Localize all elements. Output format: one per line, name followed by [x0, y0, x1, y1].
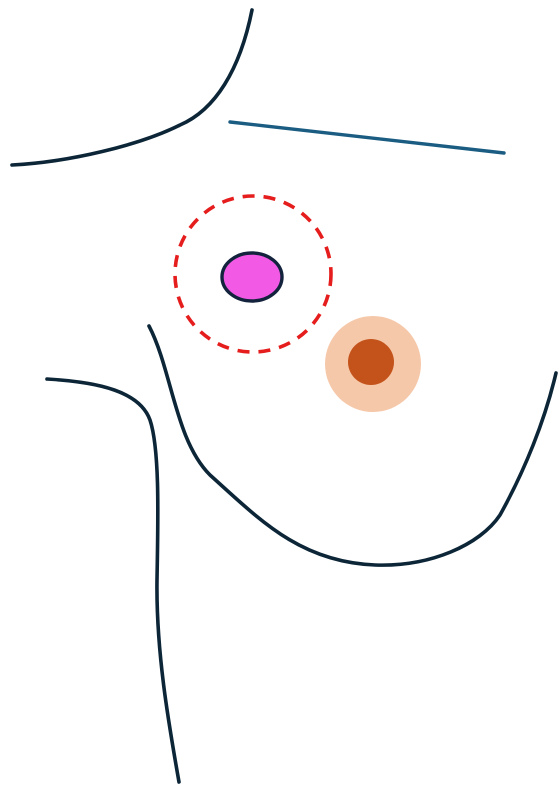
nipple-icon: [348, 339, 394, 385]
collarbone-line-icon: [230, 122, 504, 153]
neck-shoulder-outline-icon: [12, 10, 252, 165]
arm-outline-icon: [47, 379, 179, 782]
lump-icon: [222, 253, 282, 301]
